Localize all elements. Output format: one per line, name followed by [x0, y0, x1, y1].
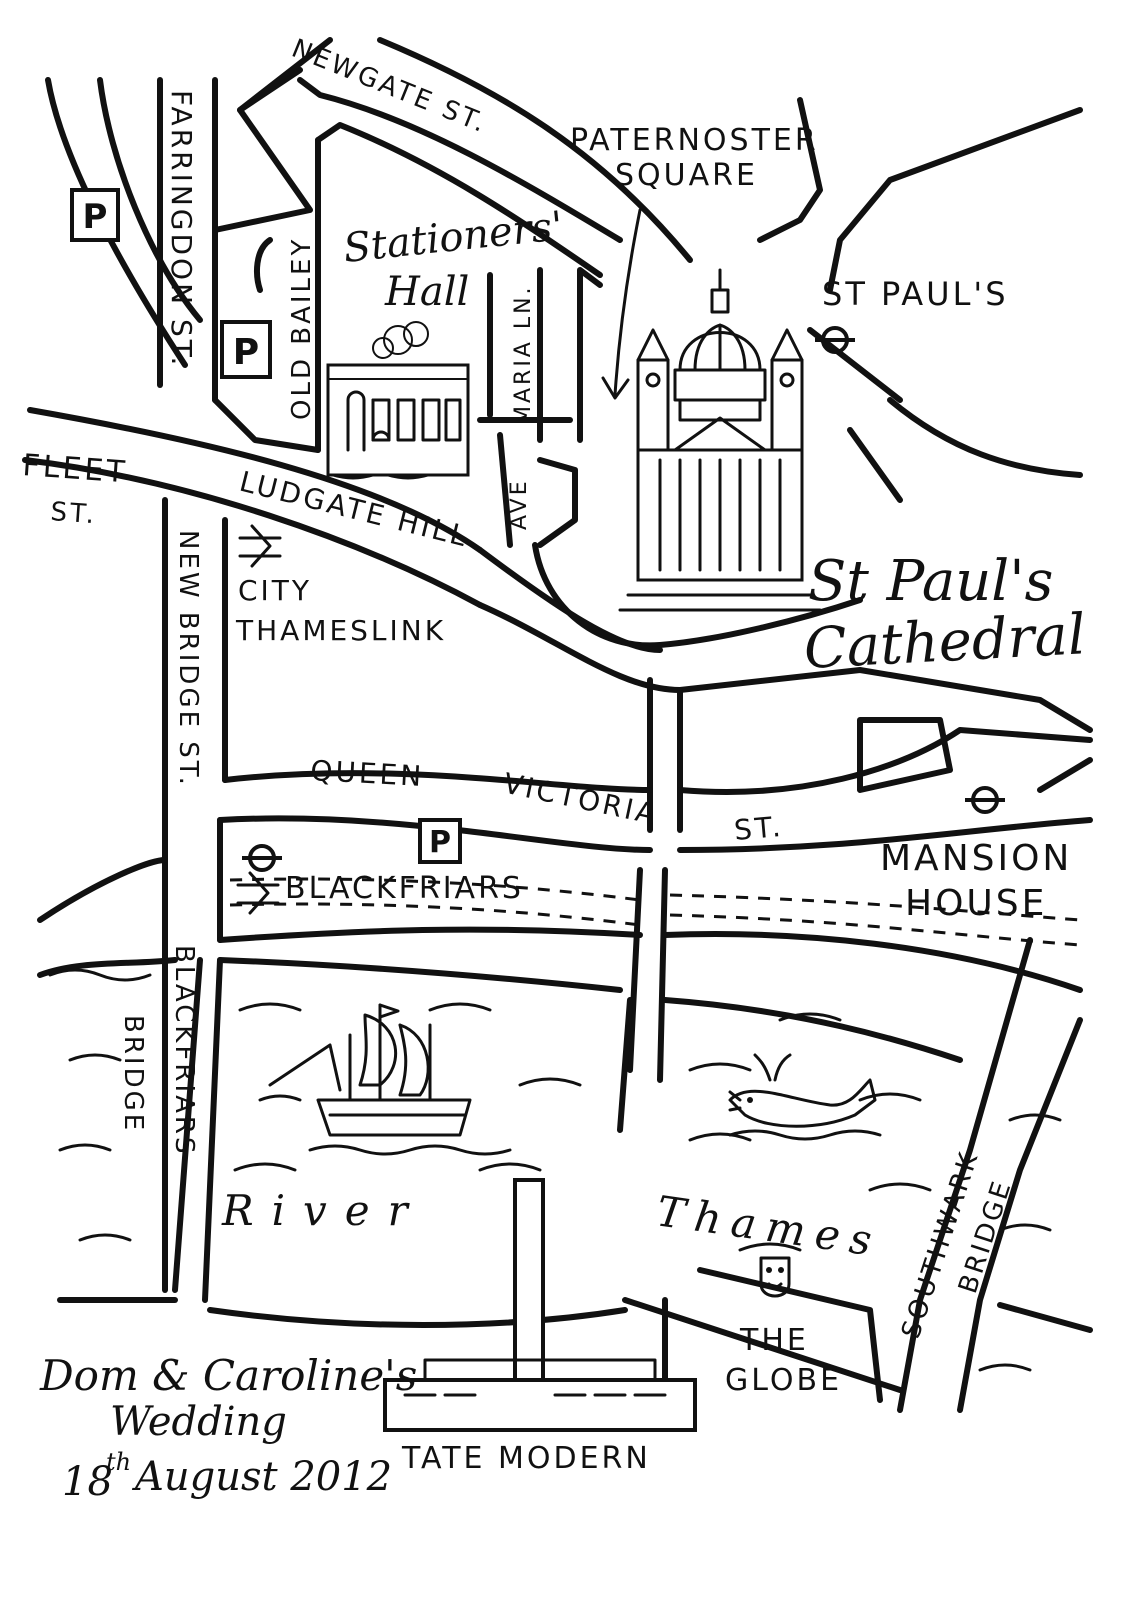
whale-icon — [728, 1053, 882, 1141]
street-label-farringdon: FARRINGDON ST. — [165, 90, 198, 368]
svg-text:P: P — [429, 825, 451, 860]
road-network — [22, 37, 1093, 1423]
wedding-date-day: 18 — [62, 1459, 113, 1505]
street-label-st: ST. — [733, 810, 785, 847]
parking-icon: P — [220, 320, 272, 379]
hall-icon — [326, 321, 470, 480]
label-city-thameslink: CITY — [238, 574, 312, 607]
label-tate-modern: TATE MODERN — [401, 1441, 651, 1476]
arrow-icon — [601, 208, 642, 400]
cathedral-icon — [618, 268, 822, 612]
label-river: River — [221, 1186, 426, 1235]
underground-icon — [242, 844, 282, 872]
label-blackfriars-bridge-2: BRIDGE — [118, 1015, 148, 1133]
svg-text:P: P — [83, 197, 108, 237]
label-stationers-hall: Stationers' — [341, 203, 565, 272]
theatre-mask-icon — [759, 1256, 791, 1298]
street-label-maria-ln: MARIA LN. — [511, 284, 536, 425]
street-label-fleet: FLEET — [21, 448, 128, 490]
label-mansion-house: MANSION — [880, 838, 1072, 879]
tate-modern-icon — [383, 1178, 697, 1432]
parking-icon: P — [418, 818, 462, 864]
label-thames: Thames — [654, 1186, 885, 1266]
wedding-date-suffix: th — [106, 1448, 131, 1476]
svg-text:P: P — [233, 332, 259, 373]
wedding-subtitle: Wedding — [110, 1399, 287, 1445]
label-cathedral: Cathedral — [802, 602, 1087, 682]
street-label-newgate: NEWGATE ST. — [287, 34, 492, 140]
label-st-pauls-cathedral: St Paul's — [808, 549, 1053, 614]
street-label-fleet-st: ST. — [50, 497, 99, 530]
street-label-victoria: VICTORIA — [501, 767, 661, 832]
label-stationers-hall-2: Hall — [384, 269, 469, 315]
label-paternoster-square: SQUARE — [615, 158, 758, 193]
label-paternoster: PATERNOSTER — [570, 123, 819, 158]
label-blackfriars-bridge: BLACKFRIARS — [169, 945, 199, 1157]
label-st-pauls-station: ST PAUL'S — [822, 275, 1009, 313]
wedding-date: August 2012 — [131, 1454, 392, 1500]
label-the-globe-2: GLOBE — [725, 1363, 842, 1398]
national-rail-icon — [238, 524, 282, 568]
underground-icon — [965, 786, 1005, 814]
parking-icon: P — [70, 188, 120, 242]
label-blackfriars-station: BLACKFRIARS — [285, 871, 524, 906]
street-label-new-bridge: NEW BRIDGE ST. — [173, 530, 203, 788]
national-rail-icon — [236, 871, 280, 915]
underground-icon — [815, 326, 855, 354]
ship-icon — [268, 1003, 512, 1156]
wedding-title: Dom & Caroline's — [39, 1351, 417, 1400]
label-city-thameslink-2: THAMESLINK — [235, 614, 446, 647]
street-label-ave: AVE — [507, 478, 532, 530]
river-waves — [48, 968, 1062, 1372]
label-mansion-house-2: HOUSE — [905, 883, 1047, 924]
street-label-old-bailey: OLD BAILEY — [287, 237, 317, 420]
label-the-globe: THE — [739, 1323, 809, 1358]
street-label-queen: QUEEN — [310, 754, 425, 793]
